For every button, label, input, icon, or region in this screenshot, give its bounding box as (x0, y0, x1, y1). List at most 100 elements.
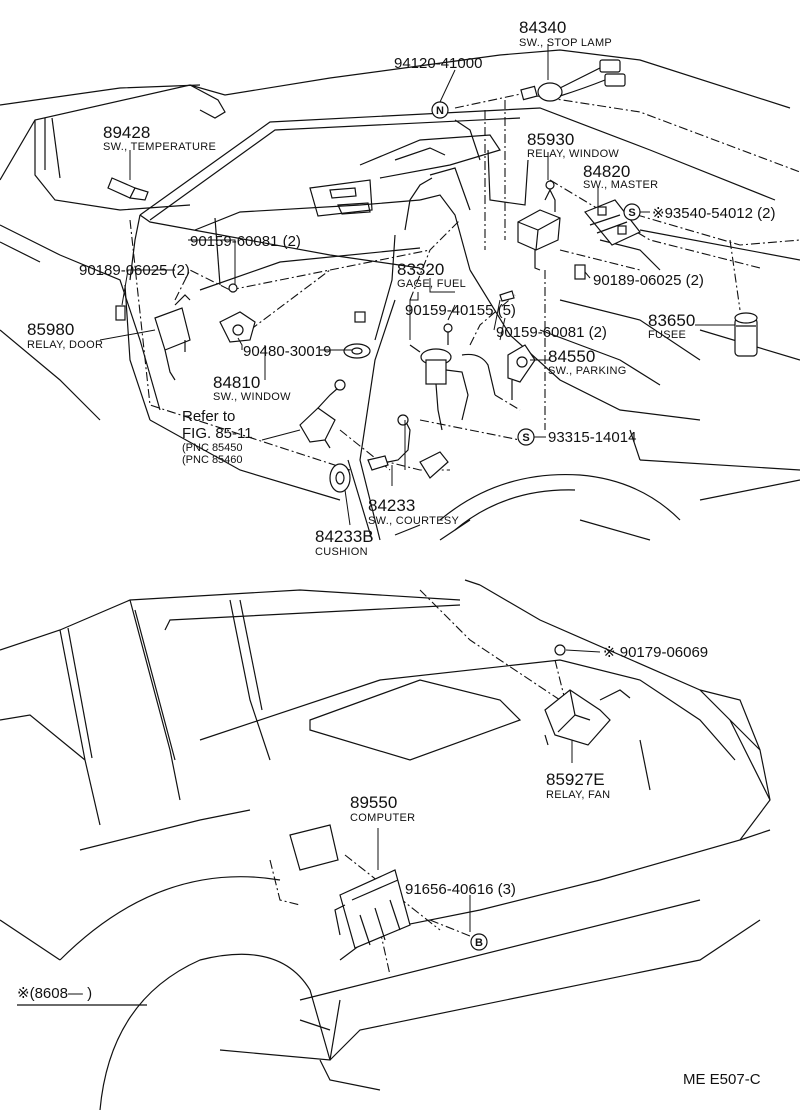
callout-90159-60081-c: 90159-60081 (2) (496, 324, 607, 341)
temperature-switch-drawing (107, 177, 149, 201)
callout-89550: 89550 COMPUTER (350, 793, 415, 824)
callout-84810: 84810 SW., WINDOW (213, 373, 291, 403)
callout-90179-06069: ※ 90179-06069 (603, 644, 708, 661)
callout-93540-54012: ※93540-54012 (2) (652, 205, 776, 222)
svg-text:FUSEE: FUSEE (648, 329, 686, 341)
clip-drawing-left (115, 305, 126, 321)
svg-text:SW., TEMPERATURE: SW., TEMPERATURE (103, 141, 216, 153)
svg-text:SW., STOP LAMP: SW., STOP LAMP (519, 37, 612, 49)
svg-text:90480-30019: 90480-30019 (243, 343, 331, 360)
svg-text:93315-14014: 93315-14014 (548, 429, 636, 446)
stop-lamp-switch-drawing (520, 59, 626, 102)
svg-text:94120-41000: 94120-41000 (394, 55, 482, 72)
window-switch-assy-drawing (299, 379, 346, 449)
marker-s-parking: S (517, 428, 535, 446)
svg-text:83650: 83650 (648, 311, 695, 330)
callout-89428: 89428 SW., TEMPERATURE (103, 123, 216, 153)
svg-text:SW., MASTER: SW., MASTER (583, 179, 658, 191)
callout-84233B: 84233B CUSHION (315, 527, 374, 558)
svg-text:COMPUTER: COMPUTER (350, 812, 415, 824)
leader-lines (99, 45, 735, 932)
window-relay-drawing (517, 180, 561, 271)
master-switch-drawing (584, 199, 641, 246)
svg-text:83320: 83320 (397, 260, 444, 279)
cushion-drawing (329, 463, 351, 493)
svg-text:84810: 84810 (213, 373, 260, 392)
svg-text:84340: 84340 (519, 18, 566, 37)
svg-text:S: S (522, 432, 529, 444)
svg-text:91656-40616 (3): 91656-40616 (3) (405, 881, 516, 898)
svg-text:N: N (436, 105, 444, 117)
svg-text:84233: 84233 (368, 496, 415, 515)
callout-85980: 85980 RELAY, DOOR (27, 320, 103, 351)
callout-93315-14014: 93315-14014 (548, 429, 636, 446)
svg-text:※93540-54012 (2): ※93540-54012 (2) (652, 205, 776, 222)
car-interior-outline (0, 49, 800, 541)
svg-text:S: S (628, 207, 635, 219)
svg-text:(PNC 85450: (PNC 85450 (182, 442, 243, 454)
svg-text:CUSHION: CUSHION (315, 546, 368, 558)
callout-90159-60081-a: 90159-60081 (2) (190, 233, 301, 250)
svg-text:RELAY, WINDOW: RELAY, WINDOW (527, 148, 619, 160)
svg-text:90159-40155 (5): 90159-40155 (5) (405, 302, 516, 319)
callout-84820: 84820 SW., MASTER (583, 162, 658, 191)
svg-text:Refer to: Refer to (182, 408, 235, 425)
footnote: ※(8608— ) (17, 985, 147, 1006)
callout-84550: 84550 SW., PARKING (548, 347, 627, 377)
svg-text:84233B: 84233B (315, 527, 374, 546)
svg-text:90189-06025 (2): 90189-06025 (2) (79, 262, 190, 279)
svg-text:84820: 84820 (583, 162, 630, 181)
svg-text:※ 90179-06069: ※ 90179-06069 (603, 644, 708, 661)
svg-text:ME E507-C: ME E507-C (683, 1071, 761, 1088)
fuel-gage-drawing (409, 323, 496, 431)
callout-90480-30019: 90480-30019 (243, 343, 331, 360)
svg-text:RELAY, DOOR: RELAY, DOOR (27, 339, 103, 351)
svg-text:FIG. 85-11: FIG. 85-11 (182, 425, 253, 442)
fan-relay-drawing (544, 644, 631, 746)
callout-94120-41000: 94120-41000 (394, 55, 482, 72)
svg-text:89550: 89550 (350, 793, 397, 812)
callout-90159-40155: 90159-40155 (5) (405, 302, 516, 319)
callout-refer-fig-85-11: Refer to FIG. 85-11 (PNC 85450 (PNC 8546… (182, 408, 253, 466)
svg-text:(PNC 85460: (PNC 85460 (182, 454, 243, 466)
svg-text:RELAY, FAN: RELAY, FAN (546, 789, 610, 801)
svg-text:90159-60081 (2): 90159-60081 (2) (190, 233, 301, 250)
clip-drawing-right (574, 264, 586, 280)
courtesy-plug-drawing (419, 451, 449, 479)
svg-text:GAGE, FUEL: GAGE, FUEL (397, 278, 466, 290)
svg-text:※(8608— ): ※(8608— ) (17, 985, 92, 1002)
callout-90189-06025-b: 90189-06025 (2) (593, 272, 704, 289)
fusee-drawing (734, 312, 758, 357)
svg-text:84550: 84550 (548, 347, 595, 366)
fuel-gage-bracket-drawing (354, 311, 366, 323)
svg-text:90189-06025 (2): 90189-06025 (2) (593, 272, 704, 289)
courtesy-switch-drawing (367, 414, 411, 471)
callout-85930: 85930 RELAY, WINDOW (527, 130, 619, 160)
svg-text:85980: 85980 (27, 320, 74, 339)
marker-n: N (431, 101, 449, 119)
callout-83320: 83320 GAGE, FUEL (397, 260, 466, 290)
callout-83650: 83650 FUSEE (648, 311, 695, 341)
door-relay-drawing (154, 294, 191, 381)
svg-text:SW., WINDOW: SW., WINDOW (213, 391, 291, 403)
bolt-drawing-c (499, 290, 515, 302)
svg-text:SW., PARKING: SW., PARKING (548, 365, 627, 377)
grommet-drawing (343, 343, 371, 359)
bolt-drawing-a (228, 283, 238, 293)
leader-dashes-upper (129, 91, 800, 471)
svg-text:B: B (475, 937, 483, 949)
callout-84340: 84340 SW., STOP LAMP (519, 18, 612, 49)
svg-text:SW., COURTESY: SW., COURTESY (368, 515, 459, 527)
window-switch-drawing (219, 311, 256, 343)
svg-text:85927E: 85927E (546, 770, 605, 789)
callout-85927E: 85927E RELAY, FAN (546, 770, 610, 801)
callout-84233: 84233 SW., COURTESY (368, 496, 459, 527)
callout-90189-06025-a: 90189-06025 (2) (79, 262, 190, 279)
drawing-code: ME E507-C (683, 1071, 761, 1088)
marker-b: B (470, 933, 488, 951)
svg-text:89428: 89428 (103, 123, 150, 142)
computer-drawing (289, 824, 411, 949)
marker-s-master: S (623, 203, 641, 221)
